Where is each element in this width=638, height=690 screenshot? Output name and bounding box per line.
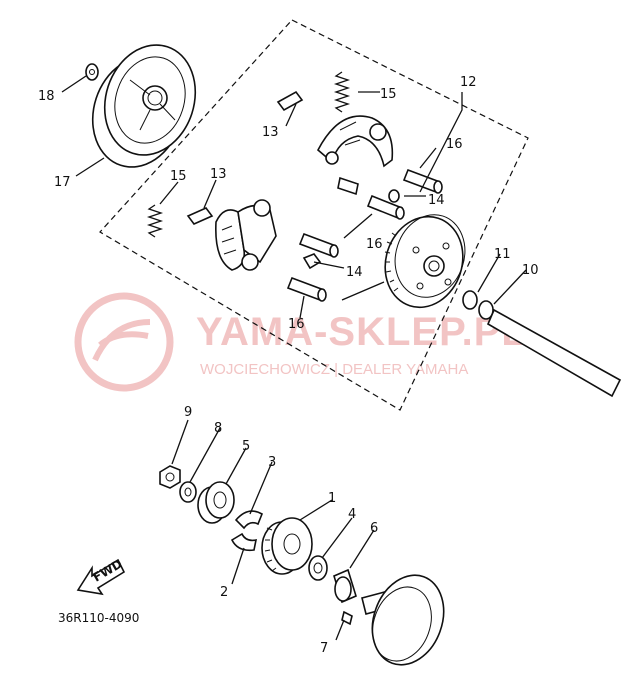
clutch-housing-17 xyxy=(91,44,197,168)
spring-holder-13-upper xyxy=(276,90,304,112)
spring-15-left xyxy=(146,204,164,238)
callout-2: 2 xyxy=(220,585,228,600)
clutch-shoe-left xyxy=(215,199,277,271)
callouts: 18 17 15 13 12 16 14 15 13 16 14 16 11 1… xyxy=(38,75,539,656)
washer-11 xyxy=(462,290,478,310)
callout-13-left: 13 xyxy=(210,167,227,182)
shaft xyxy=(486,308,622,398)
callout-13-upper: 13 xyxy=(262,125,279,140)
diagram-code: 36R110-4090 xyxy=(58,611,139,625)
spring-15-upper xyxy=(333,71,351,113)
callout-16-upper: 16 xyxy=(446,137,463,152)
pin-16-d xyxy=(286,276,327,302)
washer-18 xyxy=(85,63,99,81)
leader-lines xyxy=(61,75,527,641)
callout-14-lower: 14 xyxy=(346,265,363,280)
callout-4: 4 xyxy=(348,507,356,522)
key-7 xyxy=(341,610,353,626)
pin-16-a xyxy=(402,168,443,194)
callout-15-upper: 15 xyxy=(380,87,397,102)
clutch-shoe-upper xyxy=(316,115,394,168)
forward-arrow: FWD xyxy=(76,557,126,596)
assembly-boundary xyxy=(99,19,529,411)
callout-3: 3 xyxy=(268,455,276,470)
collar-14-lower xyxy=(302,253,322,270)
collar-14-upper xyxy=(337,176,359,196)
callout-1: 1 xyxy=(328,491,336,506)
callout-10: 10 xyxy=(522,263,539,278)
drive-plate-gear xyxy=(384,214,466,309)
callout-15-left: 15 xyxy=(170,169,187,184)
callout-5: 5 xyxy=(242,439,250,454)
callout-11: 11 xyxy=(494,247,511,262)
washer-8 xyxy=(179,481,197,503)
callout-17: 17 xyxy=(54,175,71,190)
callout-8: 8 xyxy=(214,421,222,436)
spring-holder-13-left xyxy=(186,207,214,225)
watermark-brand: YAMA-SKLEP.PL xyxy=(196,310,527,354)
nut-10 xyxy=(478,300,494,320)
callout-12: 12 xyxy=(460,75,477,90)
callout-7: 7 xyxy=(320,641,328,656)
collar-14-a xyxy=(388,189,400,203)
driven-pulley-shaft xyxy=(361,574,445,666)
pin-16-c xyxy=(298,232,339,258)
collar-6 xyxy=(333,568,357,604)
washer-4 xyxy=(308,555,328,581)
cam-5 xyxy=(197,481,235,524)
clutch-gear-1 xyxy=(261,517,313,575)
callout-18: 18 xyxy=(38,89,55,104)
callout-6: 6 xyxy=(370,521,378,536)
pin-16-b xyxy=(366,194,405,220)
watermark: YAMA-SKLEP.PL WOJCIECHOWICZ | DEALER YAM… xyxy=(74,292,527,392)
watermark-logo xyxy=(74,292,174,392)
watermark-dealer: WOJCIECHOWICZ | DEALER YAMAHA xyxy=(200,361,468,378)
callout-16-middle: 16 xyxy=(366,237,383,252)
spring-plate-3 xyxy=(230,510,264,552)
nut-9 xyxy=(159,465,181,489)
callout-9: 9 xyxy=(184,405,192,420)
callout-16-lower: 16 xyxy=(288,317,305,332)
callout-14-upper: 14 xyxy=(428,193,445,208)
